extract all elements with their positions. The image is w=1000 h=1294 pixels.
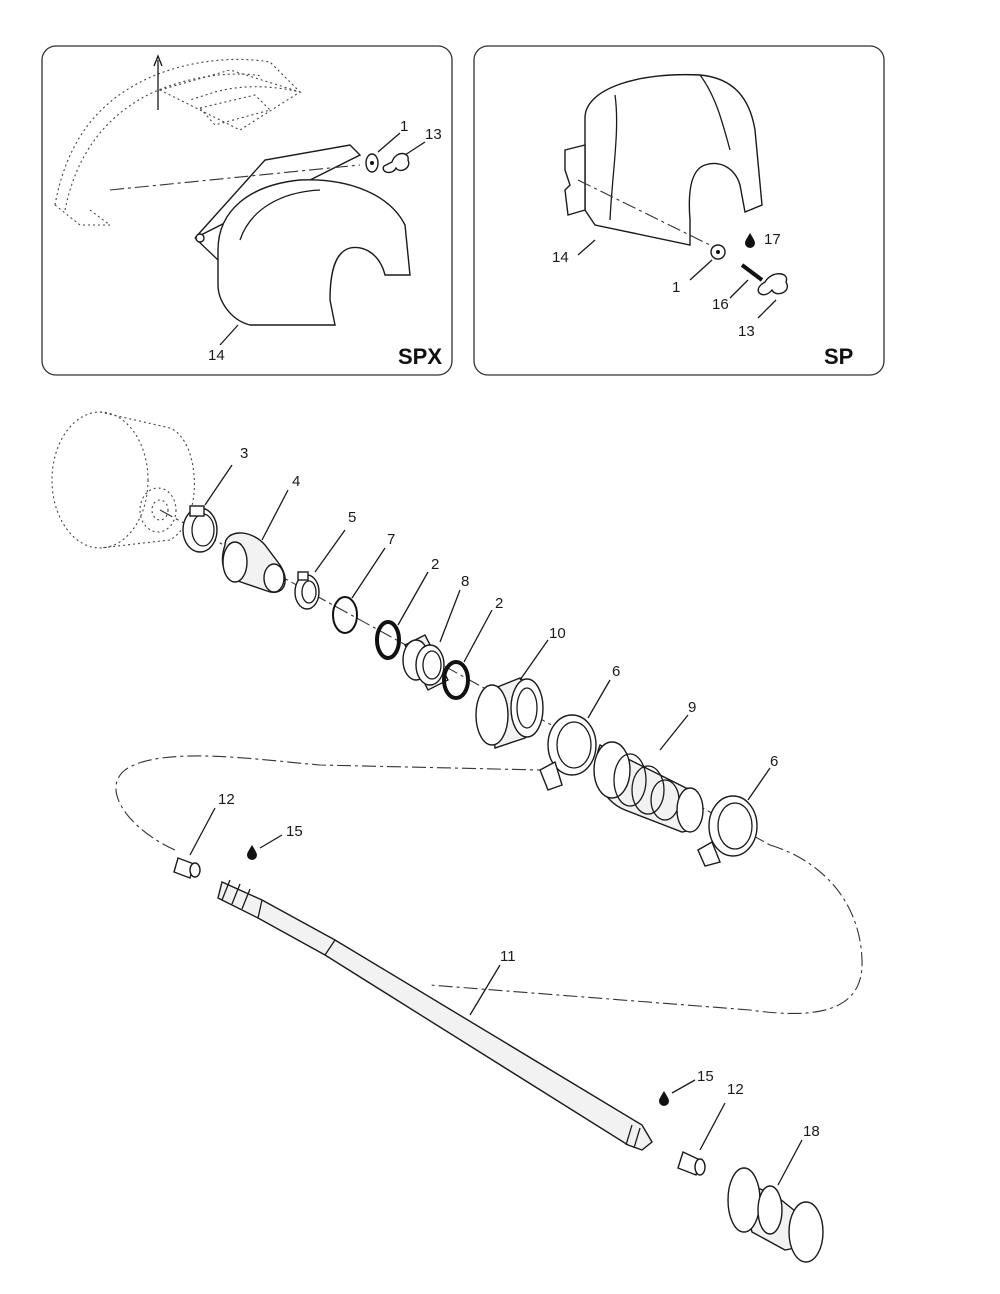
callout-7: 7 [387, 531, 395, 548]
part-7-oring [332, 596, 358, 634]
assembly-path-line [115, 755, 863, 1015]
callout-12b: 12 [727, 1081, 744, 1098]
part-2-oring-a [375, 620, 401, 660]
spx-panel: 1 13 14 SPX [41, 45, 453, 376]
spx-wear-cover [109, 144, 411, 326]
sp-wear-cover [564, 73, 763, 251]
sp-callout-13: 13 [738, 323, 755, 340]
callout-5: 5 [348, 509, 356, 526]
callout-9: 9 [688, 699, 696, 716]
sp-callout-17: 17 [764, 231, 781, 248]
spx-callout-1: 1 [400, 118, 408, 135]
part-6-clamp-b [697, 795, 758, 867]
spx-callout-13: 13 [425, 126, 442, 143]
callout-3: 3 [240, 445, 248, 462]
callout-2a: 2 [431, 556, 439, 573]
callout-2b: 2 [495, 595, 503, 612]
callout-12a: 12 [218, 791, 235, 808]
callout-8: 8 [461, 573, 469, 590]
sp-callout-1: 1 [672, 279, 680, 296]
part-11-drive-shaft [217, 879, 653, 1151]
sp-panel-tag: SP [824, 344, 853, 369]
callout-18: 18 [803, 1123, 820, 1140]
part-6-clamp-a [539, 714, 597, 791]
part-8-seal [402, 634, 449, 691]
part-3-clamp [182, 505, 218, 553]
drive-shaft-assembly: 3 4 5 7 2 8 [51, 411, 863, 1263]
sp-callout-16: 16 [712, 296, 729, 313]
spx-panel-frame [41, 45, 453, 376]
ghost-pulley [51, 411, 195, 549]
part-2-oring-b [442, 660, 470, 700]
part-5-clamp [294, 571, 320, 610]
sp-panel-frame [473, 45, 885, 376]
spx-callout-14: 14 [208, 347, 225, 364]
part-12-bushing-b [677, 1151, 706, 1176]
sp-panel: 17 14 1 16 13 SP [473, 45, 885, 376]
part-12-bushing-a [173, 857, 201, 879]
callout-6b: 6 [770, 753, 778, 770]
part-9-bellows [593, 741, 704, 833]
part-18-housing [727, 1167, 824, 1263]
callout-15b: 15 [697, 1068, 714, 1085]
sp-callout-14: 14 [552, 249, 569, 266]
part-4-boot [221, 532, 286, 594]
part-10-bearing [475, 677, 544, 749]
callout-10: 10 [549, 625, 566, 642]
callout-11: 11 [500, 948, 516, 965]
spx-panel-tag: SPX [398, 344, 442, 369]
callout-6a: 6 [612, 663, 620, 680]
callout-4: 4 [292, 473, 300, 490]
spx-ghost-bracket [54, 54, 302, 226]
callout-15a: 15 [286, 823, 303, 840]
